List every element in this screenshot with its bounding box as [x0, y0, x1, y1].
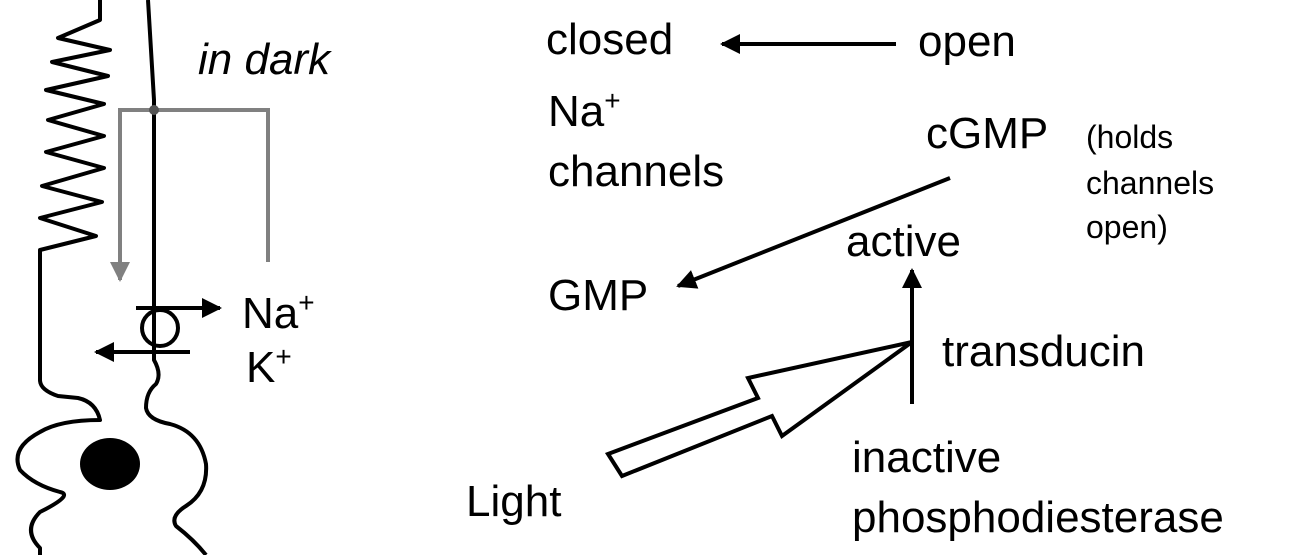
closed-label: closed: [546, 15, 673, 64]
in-dark-label: in dark: [198, 35, 332, 84]
light-arrow: [604, 340, 914, 479]
photoreceptor-cell: in dark Na+ K+: [15, 0, 332, 555]
inactive-label: inactive: [852, 433, 1001, 482]
active-label: active: [846, 217, 961, 266]
transducin-label: transducin: [942, 327, 1145, 376]
cgmp-note-line-2: channels: [1086, 165, 1214, 201]
ion-channel: [140, 308, 180, 348]
phosphodiesterase-label: phosphodiesterase: [852, 493, 1224, 542]
cgmp-note-line-3: open): [1086, 209, 1168, 245]
gmp-label: GMP: [548, 271, 648, 320]
open-label: open: [918, 17, 1016, 66]
dark-current-loop: [110, 108, 270, 282]
cgmp-label: cGMP: [926, 109, 1048, 158]
loop-junction: [149, 105, 159, 115]
channels-label: channels: [548, 147, 724, 196]
nucleus: [80, 438, 140, 490]
light-label: Light: [466, 477, 561, 526]
phototransduction-cascade: closed open Na+ channels cGMP (holds cha…: [466, 15, 1224, 542]
cell-membrane-outline: [15, 0, 209, 555]
cgmp-hydrolysis-arrow: [676, 176, 951, 289]
channel-ion-label: Na+: [548, 85, 621, 136]
cgmp-note-line-1: (holds: [1086, 119, 1173, 155]
k-ion-label: K+: [246, 341, 292, 392]
na-ion-label: Na+: [242, 287, 315, 338]
